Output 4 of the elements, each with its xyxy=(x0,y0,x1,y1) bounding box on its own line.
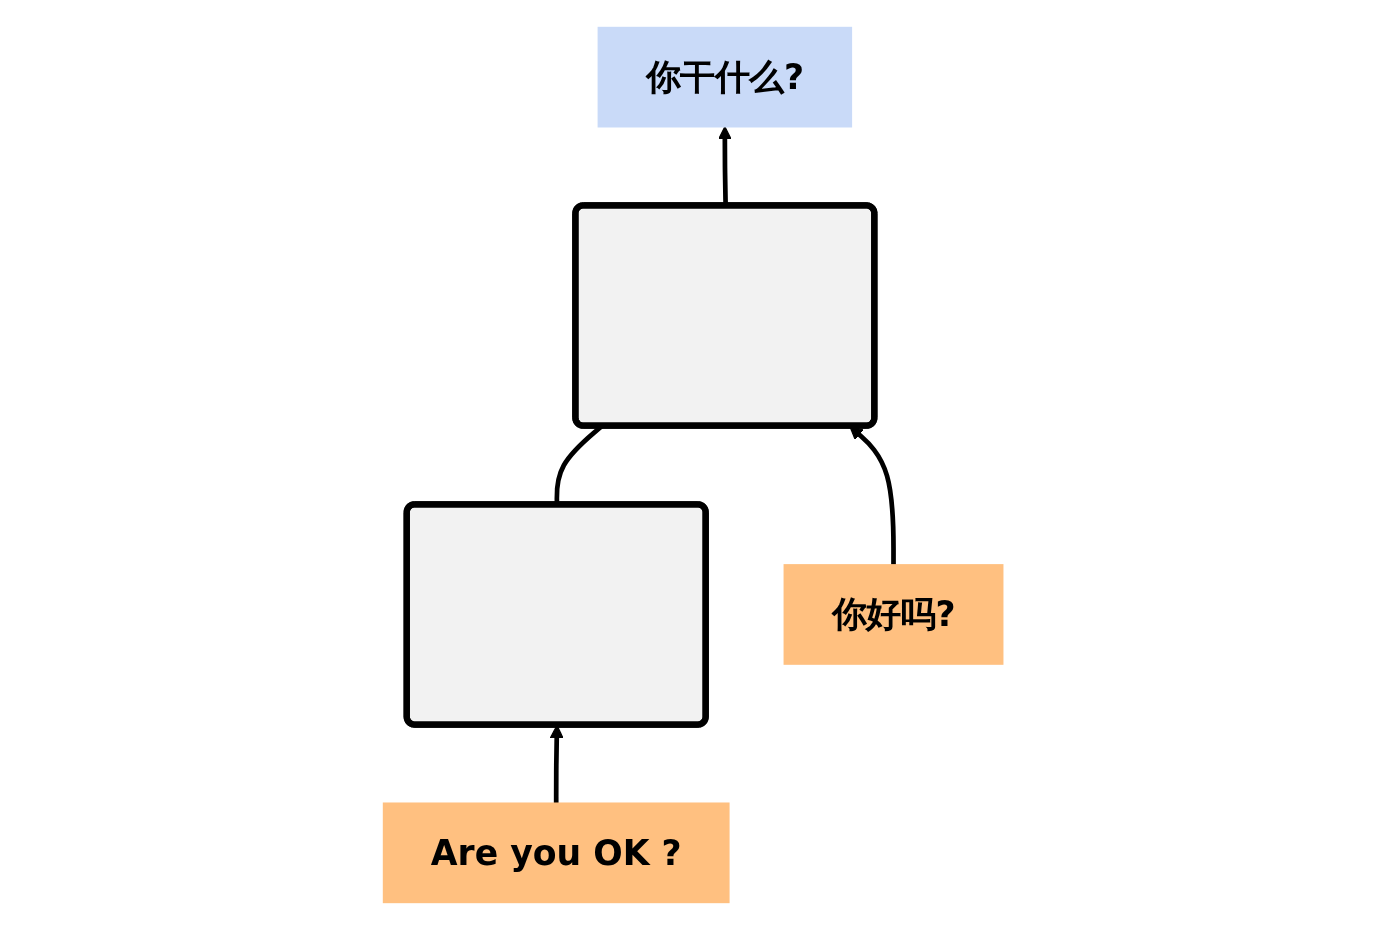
node-box xyxy=(783,563,1004,665)
node-box xyxy=(382,802,730,903)
diagram: 你干什么? Are you OK ? 你好吗? xyxy=(370,14,1016,915)
node-box xyxy=(597,26,852,127)
